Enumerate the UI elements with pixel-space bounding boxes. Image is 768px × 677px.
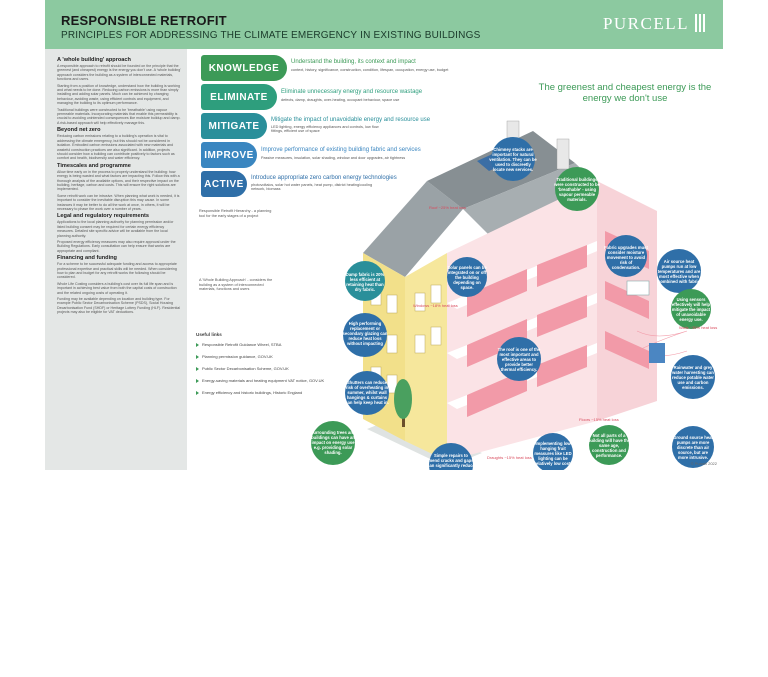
hierarchy-improve-desc: Improve performance of existing building… — [261, 147, 421, 153]
poster-title: RESPONSIBLE RETROFIT — [61, 13, 227, 28]
heat-walls: Walls ~35% heat loss — [679, 325, 717, 330]
hierarchy-mitigate-sub: LED lighting, energy efficiency applianc… — [271, 125, 379, 133]
heat-draughts: Draughts ~15% heat loss — [487, 455, 532, 460]
link-item[interactable]: Energy efficiency and historic buildings… — [196, 390, 396, 402]
hierarchy-knowledge-sub: context, history, significance, construc… — [291, 68, 449, 72]
link-item[interactable]: Energy-saving materials and heating equi… — [196, 378, 396, 390]
paragraph: Traditional buildings were constructed t… — [57, 107, 181, 125]
poster-subtitle: PRINCIPLES FOR ADDRESSING THE CLIMATE EM… — [61, 30, 481, 41]
link-item[interactable]: Planning permission guidance, GOV.UK — [196, 354, 396, 366]
bubble-repairs — [429, 443, 473, 470]
bubble-rainwater — [671, 355, 715, 399]
rainwater-tank — [649, 343, 665, 363]
bubble-notall — [589, 425, 629, 465]
bubble-glazing — [343, 313, 387, 357]
section-rooms — [467, 245, 587, 417]
hierarchy-eliminate-desc: Eliminate unnecessary energy and resourc… — [281, 89, 423, 95]
left-text-column: A 'whole building' approach A responsibl… — [45, 49, 187, 470]
section-heading: Financing and funding — [57, 255, 117, 262]
section-heading: Timescales and programme — [57, 162, 131, 169]
bubble-airsource — [657, 249, 701, 293]
bubble-solar — [447, 257, 487, 297]
tree — [394, 379, 412, 419]
bubble-trees — [311, 421, 355, 465]
bubble-roofins — [497, 337, 541, 381]
copyright: © Purcell 2022 — [690, 461, 717, 466]
poster: A 'whole building' approach A responsibl… — [45, 49, 723, 470]
paragraph: Reducing carbon emissions relating to a … — [57, 134, 175, 161]
slogan: The greenest and cheapest energy is the … — [538, 82, 712, 104]
hierarchy-knowledge: KNOWLEDGE — [201, 55, 287, 81]
hierarchy-eliminate-sub: defects, damp, draughts, over-heating, o… — [281, 98, 400, 102]
facade-front — [405, 253, 447, 461]
paragraph: A responsible approach to retrofit shoul… — [57, 64, 181, 82]
bubble-controls — [671, 289, 711, 329]
bubble-chimney — [491, 137, 535, 181]
hierarchy-active-sub: photovoltaics, solar hot water panels, h… — [251, 183, 373, 191]
hierarchy-note: Responsible Retrofit Hierarchy - a plann… — [199, 209, 272, 218]
bubble-shutters — [345, 371, 389, 415]
hierarchy-improve: IMPROVE — [201, 142, 257, 168]
heat-windows: Windows ~18% heat loss — [413, 303, 458, 308]
header-band: RESPONSIBLE RETROFIT PRINCIPLES FOR ADDR… — [45, 0, 723, 49]
whole-building-note: A 'Whole Building Approach' - considers … — [199, 278, 273, 292]
purcell-logo-mark-icon — [695, 14, 707, 32]
useful-links-title: Useful links — [196, 332, 222, 337]
hierarchy-mitigate: MITIGATE — [201, 113, 267, 139]
front-roof — [363, 181, 463, 277]
hierarchy-active-desc: Introduce appropriate zero carbon energy… — [251, 175, 397, 181]
bubble-ground — [672, 426, 714, 468]
bubble-led — [533, 433, 573, 470]
hierarchy-mitigate-desc: Mitigate the impact of unavoidable energ… — [271, 117, 431, 123]
paragraph: Allow time early on in the process to pr… — [57, 169, 180, 192]
heat-floors: Floors ~15% heat loss — [579, 417, 619, 422]
paragraph: Funding may be available depending on lo… — [57, 297, 181, 315]
bubble-fabric — [605, 235, 647, 277]
link-item[interactable]: Responsible Retrofit Guidance Wheel, STB… — [196, 342, 396, 354]
paragraph: Applications to the local planning autho… — [57, 220, 174, 238]
section-heading: Legal and regulatory requirements — [57, 213, 150, 220]
paragraph: Proposed energy efficiency measures may … — [57, 240, 176, 253]
bubble-breathable — [555, 167, 599, 211]
bubble-damp — [345, 261, 385, 301]
hierarchy-eliminate: ELIMINATE — [201, 84, 277, 110]
hierarchy-active: ACTIVE — [201, 171, 247, 197]
useful-links: Useful links Responsible Retrofit Guidan… — [196, 332, 396, 402]
link-item[interactable]: Public Sector Decarbonisation Scheme, GO… — [196, 366, 396, 378]
hierarchy-improve-sub: Passive measures, insulation, solar shad… — [261, 156, 406, 160]
air-source-unit — [626, 280, 650, 296]
section-heading: A 'whole building' approach — [57, 57, 131, 63]
tree-trunk — [402, 411, 405, 427]
paragraph: Whole Life Costing considers a building'… — [57, 281, 177, 295]
paragraph: Starting from a position of knowledge, u… — [57, 83, 181, 106]
paragraph: For a scheme to be successful adequate f… — [57, 262, 177, 280]
heat-roof: Roof ~25% heat loss — [429, 205, 466, 210]
chimney-right — [556, 138, 570, 170]
paragraph: Some retrofit work can be intrusive. Whe… — [57, 193, 180, 211]
section-heading: Beyond net zero — [57, 127, 101, 134]
purcell-logo: PURCELL — [602, 14, 689, 33]
hierarchy-knowledge-desc: Understand the building, its context and… — [291, 59, 416, 65]
